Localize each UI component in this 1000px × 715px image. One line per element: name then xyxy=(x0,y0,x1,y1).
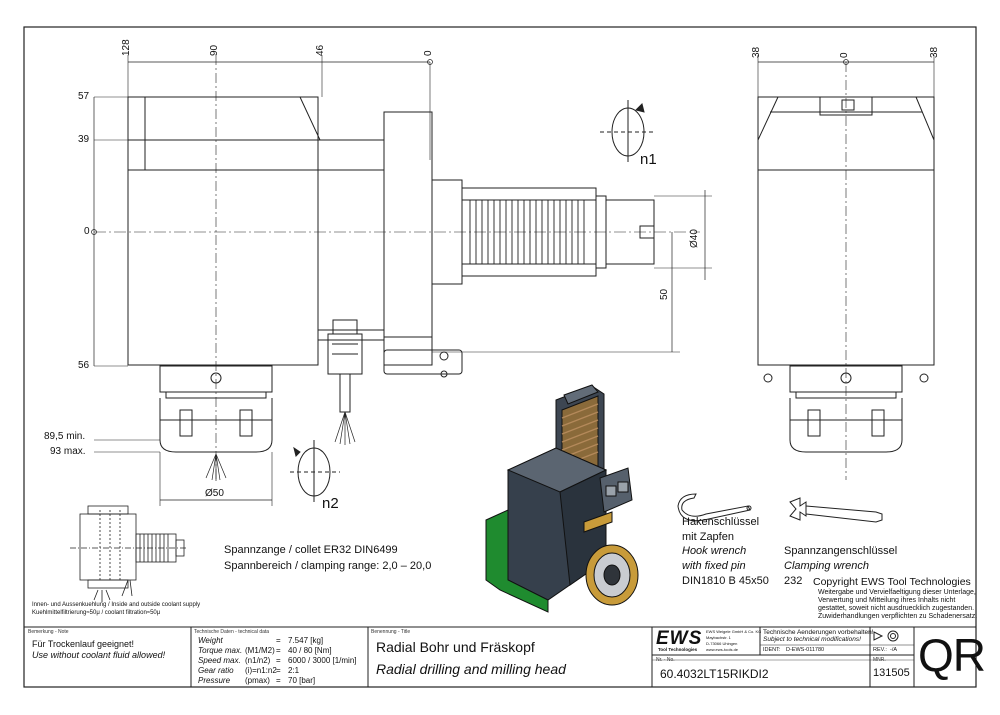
tech-cell: 70 [bar] xyxy=(288,676,316,685)
clamp-wrench-label-2: Clamping wrench xyxy=(784,560,869,572)
note-dry-run: Für Trockenlauf geeignet! xyxy=(32,639,135,649)
copyright-line-4: Zuwiderhandlungen verpflichten zu Schade… xyxy=(818,613,978,620)
rotation-symbol-n2 xyxy=(290,440,340,502)
mnr-value: 131505 xyxy=(873,667,910,679)
clamping-range: Spannbereich / clamping range: 2,0 – 20,… xyxy=(224,560,432,572)
title-german: Radial Bohr und Fräskopf xyxy=(376,639,535,655)
title-block-lines xyxy=(24,626,976,687)
hook-wrench-label-1: Hakenschlüssel xyxy=(682,516,760,528)
coolant-note-1: Innen- und Aussenkuehlung / Inside and o… xyxy=(32,602,201,608)
tech-cell: = xyxy=(276,636,281,645)
front-view xyxy=(91,55,712,506)
clamp-wrench-label-3: 232 xyxy=(784,575,803,587)
title-english: Radial drilling and milling head xyxy=(376,661,566,677)
side-view xyxy=(757,55,935,480)
note-header: Bemerkung - Note xyxy=(28,629,69,635)
dim-length-min: 89,5 min. xyxy=(44,431,86,442)
dim-side-38-right: 38 xyxy=(929,46,940,58)
tech-cell: = xyxy=(276,666,281,675)
tech-cell: Pressure xyxy=(198,676,231,685)
tech-cell: 6000 / 3000 [1/min] xyxy=(288,656,357,665)
sheet-border xyxy=(23,26,977,688)
ident-value: D-EWS-011780 xyxy=(786,647,825,653)
copyright-line-2: Verwertung und Mitteilung ihres Inhalts … xyxy=(818,597,956,604)
tech-cell: Torque max. xyxy=(198,646,243,655)
dim-side-0: 0 xyxy=(839,52,850,58)
rev-label: REV.: xyxy=(873,647,887,653)
part-number: 60.4032LT15RIKDI2 xyxy=(660,667,769,681)
tech-data-header: Technische Daten - technical data xyxy=(194,629,270,635)
coolant-schematic xyxy=(70,505,186,602)
tech-cell: 7.547 [kg] xyxy=(288,636,324,645)
tech-changes-de: Technische Aenderungen vorbehalten! xyxy=(763,629,874,636)
ews-logo-sub: Tool Technologies xyxy=(658,647,698,652)
dim-vertical-50: 50 xyxy=(659,288,670,300)
company-street: Maybachstr. 1 xyxy=(706,635,731,640)
tech-cell: = xyxy=(276,646,281,655)
rotation-symbol-n1 xyxy=(600,100,656,162)
tech-cell: 40 / 80 [Nm] xyxy=(288,646,332,655)
company-name: EWS Weigele GmbH & Co. KG xyxy=(706,629,762,634)
clamping-wrench-drawing xyxy=(789,497,883,523)
hook-wrench-drawing xyxy=(677,493,752,522)
company-city: D-73066 Uhingen xyxy=(706,641,738,646)
tech-cell: = xyxy=(276,676,281,685)
dim-left-57: 57 xyxy=(78,91,90,102)
tech-changes-en: Subject to technical modifications! xyxy=(763,636,861,643)
ident-label: IDENT: xyxy=(763,647,781,653)
ews-logo: EWS xyxy=(656,628,703,649)
clamp-wrench-label-1: Spannzangenschlüssel xyxy=(784,545,898,557)
copyright-line-1: Weitergabe und Vervielfaeltigung dieser … xyxy=(818,589,976,596)
copyright-title: Copyright EWS Tool Technologies xyxy=(813,576,971,588)
note-coolant: Use without coolant fluid allowed! xyxy=(32,650,166,660)
tech-cell: Speed max. xyxy=(198,656,241,665)
dim-top-90: 90 xyxy=(209,44,220,56)
rotation-label-n2: n2 xyxy=(322,495,339,512)
dim-diameter-40: Ø40 xyxy=(689,229,700,248)
tech-cell: Weight xyxy=(198,636,223,645)
tech-cell: 2:1 xyxy=(288,666,300,675)
number-header: Nr. - No. xyxy=(656,657,675,663)
hook-wrench-label-5: DIN1810 B 45x50 xyxy=(682,575,769,587)
dim-left-39: 39 xyxy=(78,134,90,145)
title-header: Benennung - Title xyxy=(371,629,411,635)
tech-cell: (n1/n2) xyxy=(245,656,271,665)
hook-wrench-label-2: mit Zapfen xyxy=(682,531,734,543)
qr-mark: QR xyxy=(918,629,986,681)
iso-view xyxy=(485,384,639,613)
dim-left-56: 56 xyxy=(78,360,90,371)
dim-side-38-left: 38 xyxy=(751,46,762,58)
hook-wrench-label-3: Hook wrench xyxy=(682,545,747,557)
dim-length-max: 93 max. xyxy=(50,446,86,457)
dim-top-46: 46 xyxy=(315,44,326,56)
hook-wrench-label-4: with fixed pin xyxy=(682,560,746,572)
dim-left-0: 0 xyxy=(84,226,90,237)
rev-value: -/A xyxy=(890,647,898,653)
rotation-label-n1: n1 xyxy=(640,151,657,168)
dim-top-128: 128 xyxy=(121,39,132,56)
copyright-line-3: gestattet, soweit nicht ausdruecklich zu… xyxy=(818,605,975,612)
mnr-header: MNR. xyxy=(873,657,886,663)
dim-top-0: 0 xyxy=(423,50,434,56)
dim-diameter-50: Ø50 xyxy=(205,488,224,499)
tech-cell: Gear ratio xyxy=(198,666,234,675)
tech-cell: (pmax) xyxy=(245,676,270,685)
tech-cell: (i)=n1:n2 xyxy=(245,666,277,675)
collet-spec: Spannzange / collet ER32 DIN6499 xyxy=(224,544,398,556)
tech-cell: (M1/M2) xyxy=(245,646,275,655)
coolant-note-2: Kuehlmittelfiltrierung≈50μ / coolant fil… xyxy=(32,610,161,616)
tech-cell: = xyxy=(276,656,281,665)
company-web: www.ews-tools.de xyxy=(706,647,739,652)
